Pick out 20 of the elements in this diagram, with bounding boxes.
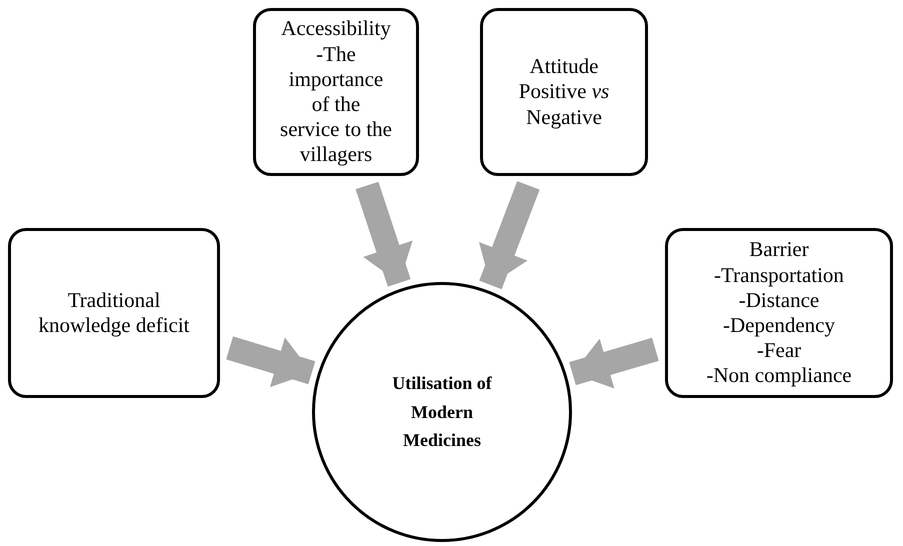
block-arrow <box>356 182 413 287</box>
box-text: -Dependency <box>723 313 835 338</box>
box-text: Positive vs Negative <box>518 79 610 130</box>
factor-box <box>8 228 220 398</box>
box-text: Utilisation of Modern Medicines <box>391 372 493 452</box>
box-heading: Accessibility <box>281 16 391 42</box>
box-text: -Distance <box>738 288 820 313</box>
block-arrow <box>478 181 540 290</box>
block-arrow <box>226 336 316 388</box>
factor-box <box>253 8 419 176</box>
block-arrow <box>569 338 659 388</box>
box-text: -The importance of the service to the villagers <box>280 42 392 168</box>
box-text: -Transportation <box>714 262 844 288</box>
box-text: Traditional knowledge deficit <box>37 288 191 338</box>
box-text: -Non compliance <box>706 363 852 389</box>
factor-box <box>665 228 893 398</box>
factor-box <box>480 8 648 176</box>
box-heading: Barrier <box>749 237 809 263</box>
box-text: -Fear <box>756 338 802 364</box>
box-heading: Attitude <box>530 54 598 80</box>
